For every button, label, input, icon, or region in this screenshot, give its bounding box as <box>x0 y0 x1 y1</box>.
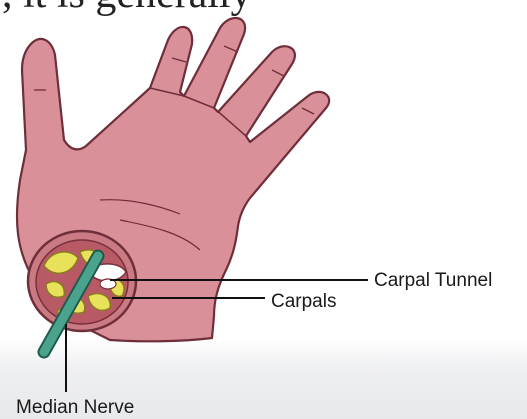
median-nerve-label: Median Nerve <box>16 398 134 417</box>
carpal-tunnel-label: Carpal Tunnel <box>374 271 492 290</box>
carpals-label: Carpals <box>271 292 336 311</box>
